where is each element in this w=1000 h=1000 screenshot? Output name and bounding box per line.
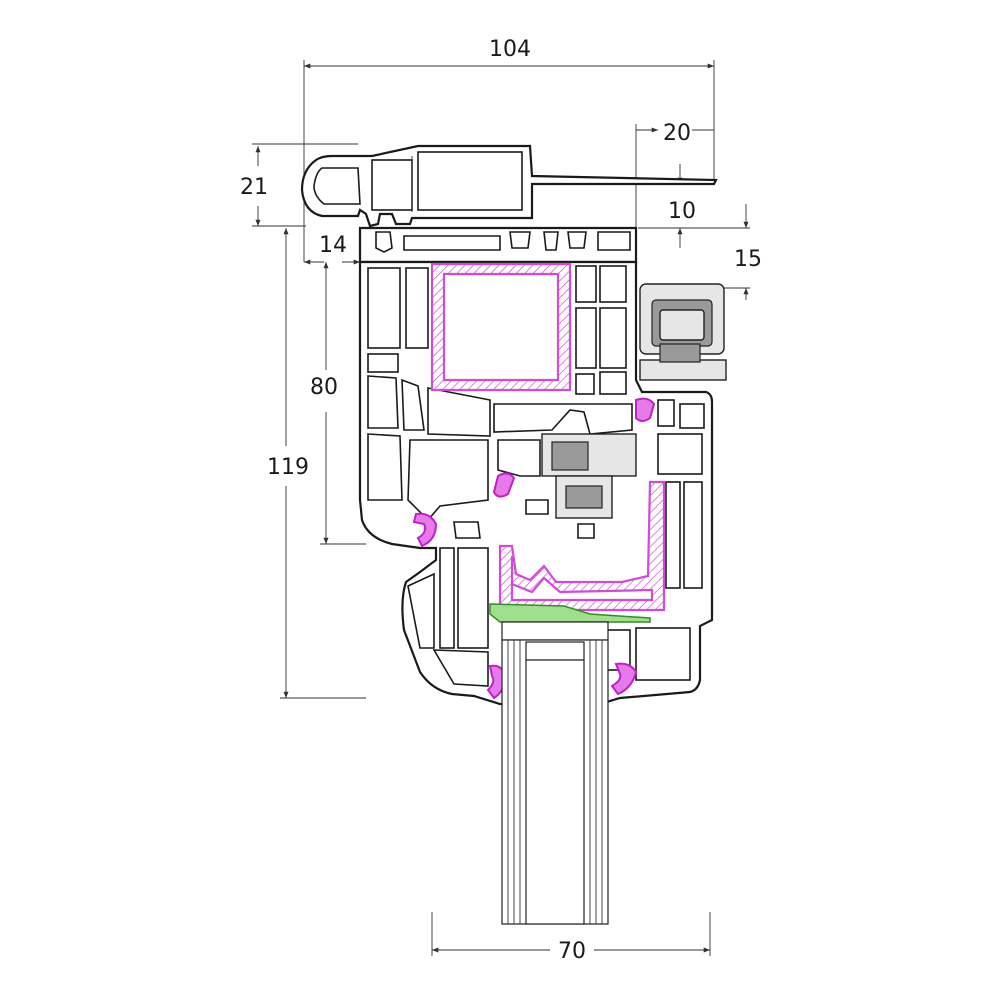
dim-10-label: 10 — [668, 199, 696, 224]
hardware-top-right — [639, 283, 727, 381]
frame-chambers-right — [575, 265, 627, 395]
dim-20-label: 20 — [663, 121, 691, 146]
dim-119-label: 119 — [267, 455, 309, 480]
glass-unit — [501, 621, 609, 925]
top-cover-profile — [300, 144, 718, 228]
steel-reinforcements — [430, 262, 666, 612]
frame-chambers-left — [367, 267, 491, 522]
dimension-labels: 104 20 21 10 14 15 80 119 70 — [240, 37, 762, 964]
dim-14-label: 14 — [319, 233, 347, 258]
hardware-center — [541, 433, 637, 519]
dim-104-label: 104 — [489, 37, 531, 62]
frame-top-clips — [358, 226, 638, 264]
dim-21-label: 21 — [240, 175, 268, 200]
dim-15-label: 15 — [734, 247, 762, 272]
dim-70-label: 70 — [558, 939, 586, 964]
glazing-seal — [489, 603, 651, 623]
dim-80-label: 80 — [310, 375, 338, 400]
dimension-lines — [252, 60, 750, 956]
